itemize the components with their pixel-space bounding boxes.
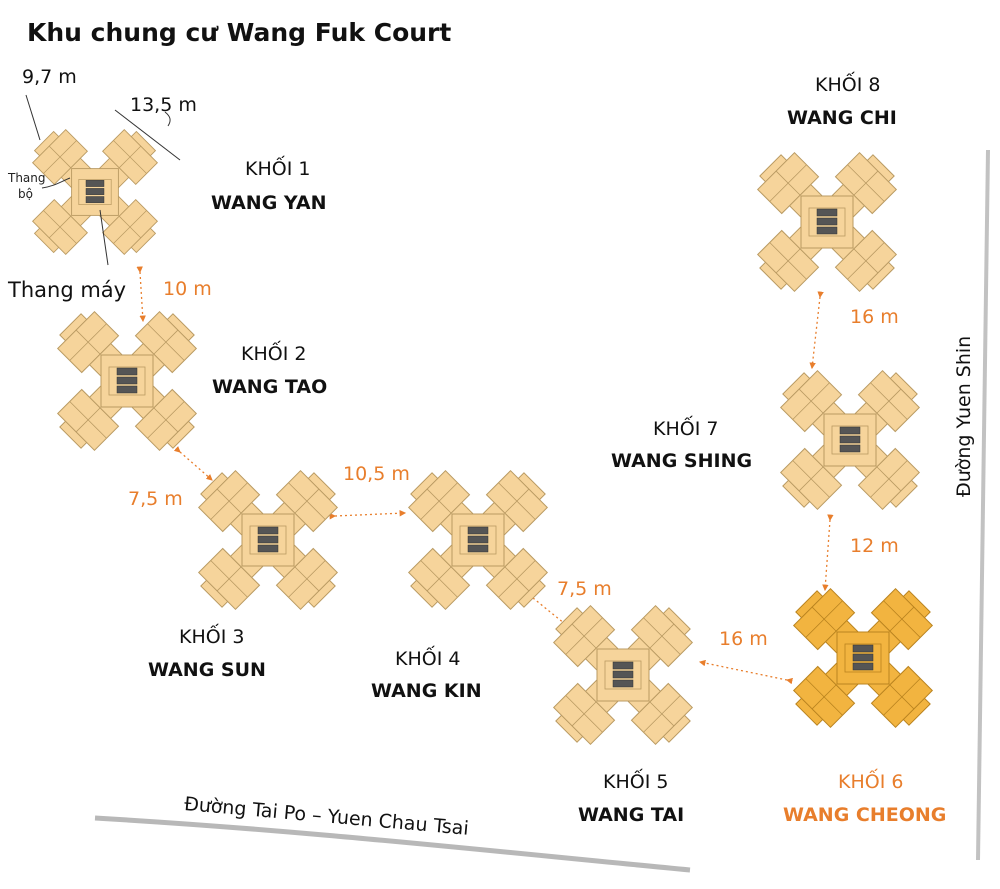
distance-link-3	[329, 509, 407, 520]
tower-block-4	[407, 469, 549, 611]
block-7-name: WANG SHING	[611, 450, 753, 472]
block-5-name: WANG TAI	[578, 804, 685, 826]
block-7-number: KHỐI 7	[653, 418, 719, 440]
distance-block4-block5: 7,5 m	[557, 578, 612, 600]
stairs-label-line1: Thang	[8, 171, 46, 185]
block-5-number: KHỐI 5	[603, 771, 669, 793]
distance-block2-block3: 7,5 m	[128, 488, 183, 510]
page-title: Khu chung cư Wang Fuk Court	[27, 18, 452, 47]
block-6-name: WANG CHEONG	[783, 804, 947, 826]
dimension-lines	[25, 94, 181, 266]
block-8-name: WANG CHI	[787, 107, 897, 129]
block-2-number: KHỐI 2	[241, 343, 307, 365]
tower-block-8	[756, 151, 898, 293]
distance-link-5	[698, 659, 793, 685]
distance-link-7	[809, 291, 824, 370]
block-1-name: WANG YAN	[211, 192, 327, 214]
distance-block6-block7: 12 m	[850, 535, 899, 557]
dimension-label-small: 9,7 m	[22, 66, 77, 88]
elevator-label: Thang máy	[8, 278, 127, 302]
block-3-name: WANG SUN	[148, 659, 266, 681]
road-label-east: Đường Yuen Shin	[953, 335, 975, 497]
tower-block-3	[197, 469, 339, 611]
block-2-name: WANG TAO	[212, 376, 328, 398]
block-1-number: KHỐI 1	[245, 158, 311, 180]
distance-block5-block6: 16 m	[719, 628, 768, 650]
south-road-edge	[94, 815, 691, 873]
tower-block-1	[31, 128, 159, 256]
distance-link-6	[822, 514, 834, 592]
tower-block-5	[552, 604, 694, 746]
tower-block-6	[792, 587, 934, 729]
tower-block-7	[779, 369, 921, 511]
stairs-label-line2: bộ	[18, 187, 33, 201]
east-road-edge	[976, 149, 990, 861]
distance-block7-block8: 16 m	[850, 306, 899, 328]
distance-link-2	[173, 445, 213, 481]
distance-block1-block2: 10 m	[163, 278, 212, 300]
block-6-number: KHỐI 6	[838, 771, 904, 793]
block-4-number: KHỐI 4	[395, 648, 461, 670]
block-8-number: KHỐI 8	[815, 74, 881, 96]
block-3-number: KHỐI 3	[179, 626, 245, 648]
block-4-name: WANG KIN	[371, 680, 482, 702]
tower-block-2	[56, 310, 198, 452]
dimension-label-large: 13,5 m	[130, 94, 197, 116]
distance-link-1	[136, 266, 146, 323]
distance-block3-block4: 10,5 m	[343, 463, 410, 485]
